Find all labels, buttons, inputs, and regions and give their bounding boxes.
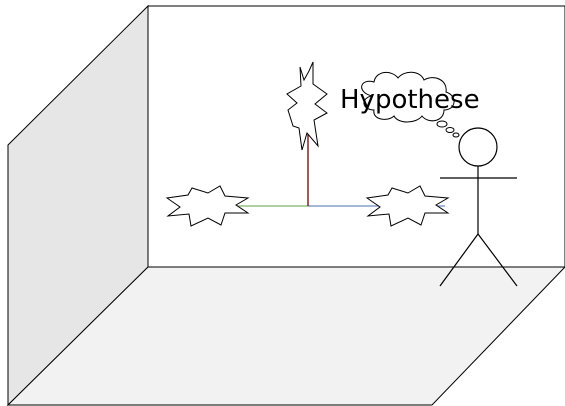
explosion-star-left-icon	[165, 185, 250, 227]
explosion-star-top-icon	[286, 61, 328, 151]
stick-figure-icon	[439, 127, 518, 287]
explosion-star-right-icon	[365, 185, 450, 227]
hypothesis-label: Hypothese	[340, 85, 480, 115]
thought-cloud-icon	[361, 71, 460, 138]
back-wall	[147, 5, 565, 268]
floor	[6, 266, 565, 406]
